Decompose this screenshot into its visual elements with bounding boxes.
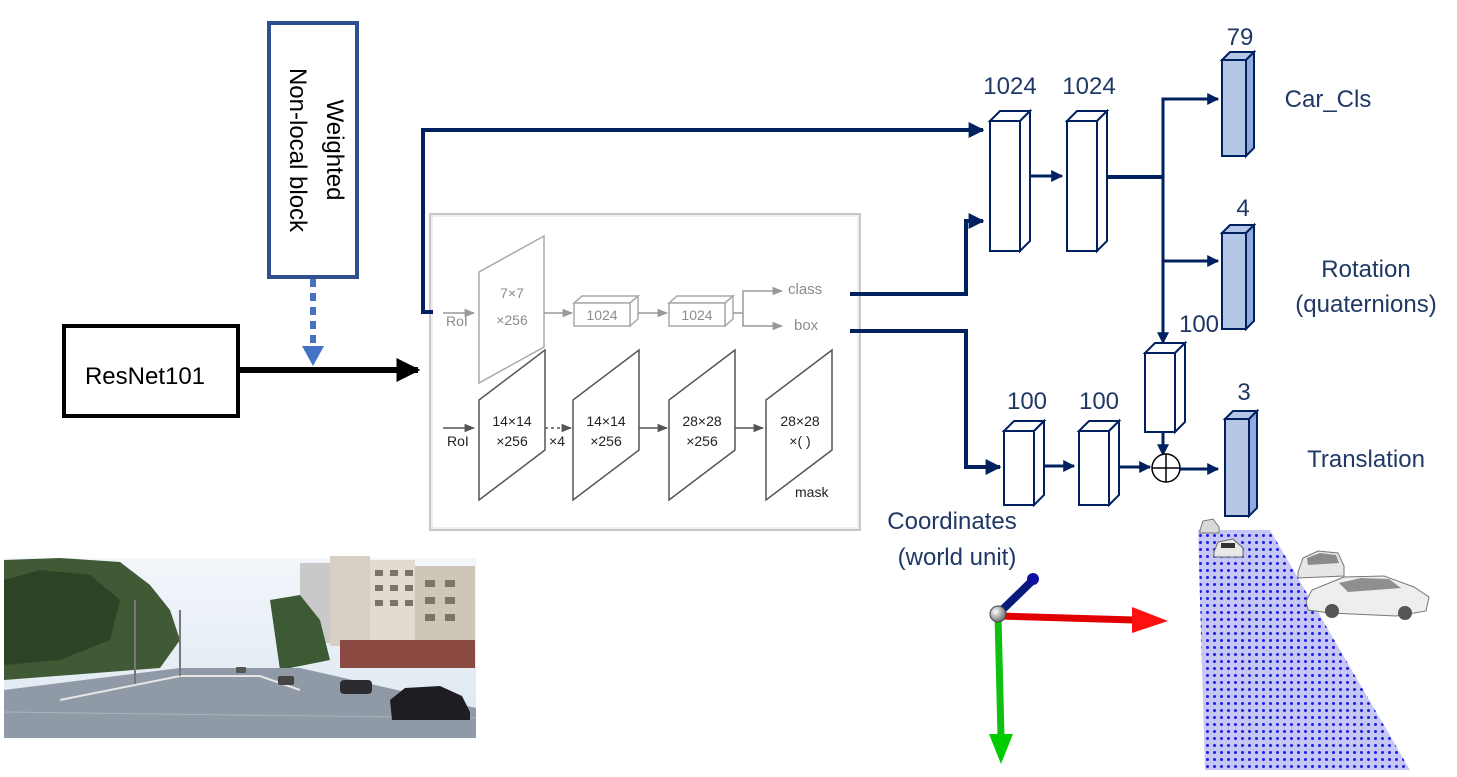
car-model-large <box>1305 575 1430 620</box>
roi-bottom-label: RoI <box>447 433 469 449</box>
fc2-label: 1024 <box>681 307 712 323</box>
fc-100-block-2 <box>1076 418 1122 508</box>
maskrcnn-head-inset: RoI 7×7 ×256 1024 1024 class box RoI 14×… <box>429 213 861 531</box>
resnet101-label: ResNet101 <box>85 363 205 390</box>
mask-plate-4-line1: 28×28 <box>780 413 820 429</box>
mask-plate-3 <box>668 348 736 502</box>
mask-plate-1-line1: 14×14 <box>492 413 532 429</box>
nonlocal-label-line1: Weighted <box>321 100 348 201</box>
class-label: class <box>788 281 822 298</box>
to-car-cls-arrow <box>1161 93 1220 177</box>
mask-plate-4-line2: ×( ) <box>789 433 810 449</box>
rotation-label-line2: (quaternions) <box>1295 291 1436 318</box>
mask-plate-3-line2: ×256 <box>686 433 718 449</box>
top-plate <box>478 234 545 385</box>
translation-output-block <box>1222 408 1260 519</box>
rotation-dim: 4 <box>1236 195 1249 222</box>
car-cls-dim: 79 <box>1227 24 1254 51</box>
coordinates-label-line1: Coordinates <box>887 508 1016 535</box>
roi-to-fc-arrow <box>421 122 985 314</box>
fc-1024-block-2 <box>1064 108 1110 254</box>
rotation-output-block <box>1219 222 1257 332</box>
fc-1024-dim-2: 1024 <box>1062 73 1115 100</box>
to-rotation-arrow <box>1161 177 1220 267</box>
fc-1024-dim-1: 1024 <box>983 73 1036 100</box>
car-model-small-1 <box>1199 518 1220 534</box>
mask-plate-1-line2: ×256 <box>496 433 528 449</box>
mask-plate-2-line2: ×256 <box>590 433 622 449</box>
fc1-box <box>573 302 631 327</box>
coordinates-label-line2: (world unit) <box>898 544 1017 571</box>
mask-plate-2-line1: 14×14 <box>586 413 626 429</box>
mask-plate-1 <box>478 348 546 502</box>
box-label: box <box>794 317 819 334</box>
coordinate-axes-icon <box>989 573 1168 764</box>
fc-1024-block-1 <box>987 108 1033 254</box>
nonlocal-arrowhead <box>302 346 324 366</box>
translation-label: Translation <box>1307 446 1425 473</box>
rotation-label-line1: Rotation <box>1321 256 1410 283</box>
class-to-fc-arrow <box>850 213 985 296</box>
fc2-box <box>668 302 726 327</box>
translation-dim: 3 <box>1237 379 1250 406</box>
nonlocal-label-line2: Non-local block <box>284 68 311 233</box>
top-plate-line1: 7×7 <box>500 285 524 301</box>
car-model-medium <box>1297 550 1345 579</box>
roi-top-label: RoI <box>446 313 468 329</box>
ground-grid-visualization <box>1198 530 1410 770</box>
box-to-fc-arrow <box>850 329 1002 475</box>
fc-100-dim-2: 100 <box>1079 388 1119 415</box>
car-model-small-2 <box>1213 538 1244 558</box>
repeat-label: ×4 <box>549 433 565 449</box>
mask-plate-4 <box>765 348 833 502</box>
branch-100-dim: 100 <box>1179 311 1219 338</box>
mask-plate-2 <box>572 348 640 502</box>
sum-node-icon <box>1151 453 1181 483</box>
fc1-label: 1024 <box>586 307 617 323</box>
mask-label: mask <box>795 484 829 500</box>
fc-100-block-1 <box>1001 418 1047 508</box>
fc-100-dim-1: 100 <box>1007 388 1047 415</box>
car-cls-output-block <box>1219 49 1257 159</box>
street-scene-photo <box>3 556 477 738</box>
branch-100-block <box>1142 340 1188 435</box>
car-cls-label: Car_Cls <box>1285 86 1372 113</box>
mask-plate-3-line1: 28×28 <box>682 413 722 429</box>
top-plate-line2: ×256 <box>496 312 528 328</box>
nonlocal-block-box <box>267 21 359 279</box>
